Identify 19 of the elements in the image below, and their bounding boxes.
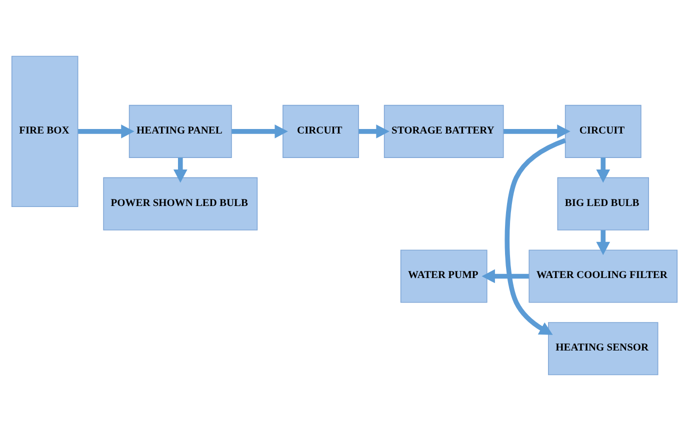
node-box: WATER COOLING FILTER xyxy=(528,249,678,302)
node-box: HEATING SENSOR xyxy=(548,322,658,375)
arrow xyxy=(504,138,566,334)
arrow xyxy=(596,230,610,255)
arrow xyxy=(596,157,610,182)
node-box: BIG LED BULB xyxy=(557,176,649,230)
arrow xyxy=(504,124,570,138)
arrow xyxy=(482,268,529,283)
node-box: CIRCUIT xyxy=(564,104,642,158)
arrow xyxy=(78,124,134,138)
arrow xyxy=(232,124,288,138)
node-box: HEATING PANEL xyxy=(128,104,232,158)
node-box: CIRCUIT xyxy=(282,104,359,158)
node-box: FIRE BOX xyxy=(11,55,78,207)
node-box: WATER PUMP xyxy=(400,249,488,302)
arrow xyxy=(173,157,188,182)
node-box: STORAGE BATTERY xyxy=(384,104,504,158)
arrow xyxy=(358,124,390,138)
node-box: POWER SHOWN LED BULB xyxy=(103,176,258,230)
